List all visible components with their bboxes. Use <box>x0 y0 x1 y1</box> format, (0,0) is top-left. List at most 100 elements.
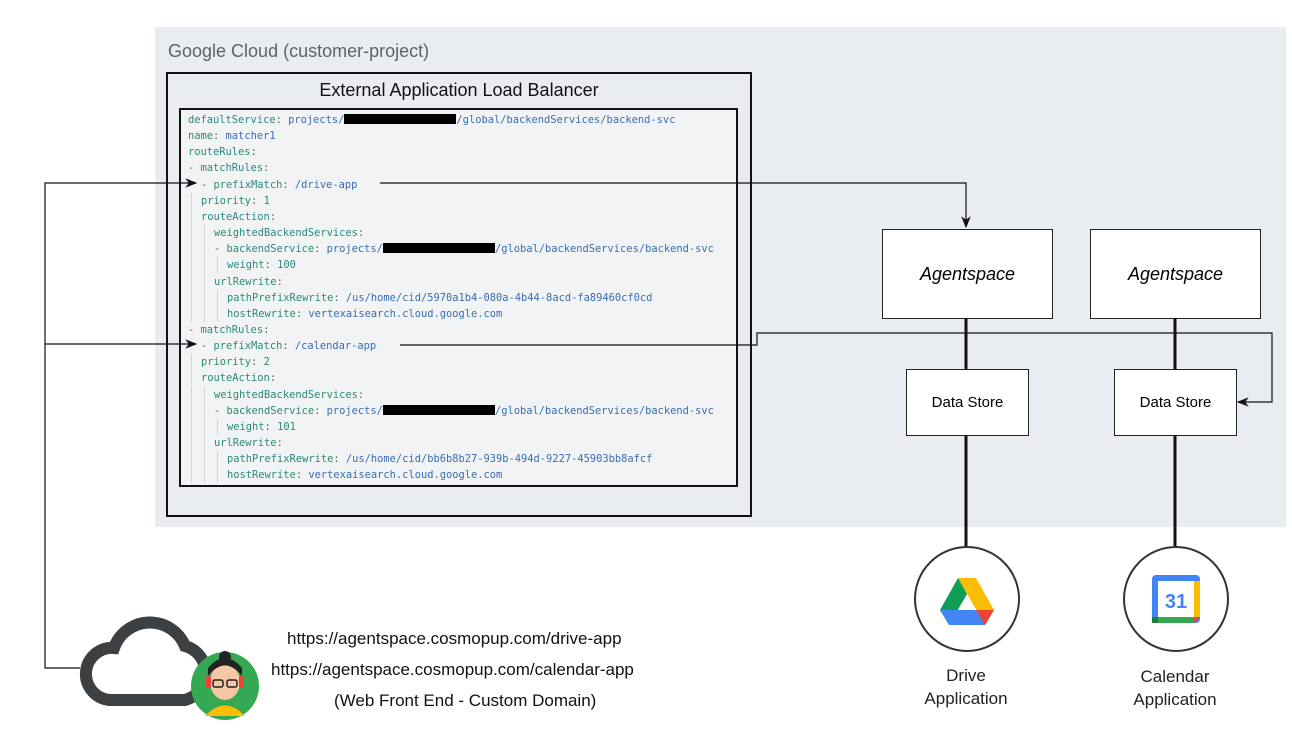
frontend-caption: (Web Front End - Custom Domain) <box>334 691 597 710</box>
code-line: priority: 2 <box>201 356 270 369</box>
calendar-route-line <box>400 332 1273 407</box>
yaml-value: vertexaisearch.cloud.google.com <box>308 307 503 320</box>
yaml-value-suffix: /global/backendServices/backend-svc <box>494 243 714 256</box>
code-line: pathPrefixRewrite: /us/home/cid/5970a1b4… <box>227 291 653 304</box>
indent-guide <box>191 386 192 403</box>
yaml-key: routeAction <box>201 372 270 385</box>
code-line: pathPrefixRewrite: /us/home/cid/bb6b8b27… <box>227 453 653 466</box>
yaml-value: /us/home/cid/bb6b8b27-939b-494d-9227-459… <box>345 453 653 466</box>
yaml-key: name <box>188 130 214 143</box>
indent-guide <box>191 192 192 209</box>
drive-route-line <box>380 182 971 229</box>
code-line: - matchRules: <box>188 162 270 175</box>
yaml-key: priority <box>201 356 252 369</box>
indent-guide <box>191 435 192 451</box>
agentspace-drive: Agentspace <box>882 229 1053 319</box>
code-line: - prefixMatch: /drive-app <box>201 178 358 191</box>
yaml-value: /drive-app <box>294 178 358 191</box>
yaml-key: urlRewrite <box>214 437 277 449</box>
code-line: routeAction: <box>201 210 277 223</box>
code-line: urlRewrite: <box>214 275 283 288</box>
yaml-key: defaultService <box>188 114 276 126</box>
frontend-trunk-line <box>44 178 198 669</box>
indent-guide <box>204 273 205 290</box>
indent-guide <box>204 467 205 484</box>
drive-app-label: Drive Application <box>886 664 1046 710</box>
yaml-key: weightedBackendServices <box>214 227 358 240</box>
drive-url[interactable]: https://agentspace.cosmopup.com/drive-ap… <box>287 629 622 648</box>
code-line: hostRewrite: vertexaisearch.cloud.google… <box>227 307 503 320</box>
indent-guide <box>191 208 192 225</box>
code-line: - prefixMatch: /calendar-app <box>201 340 377 353</box>
indent-guide <box>191 370 192 387</box>
yaml-key: pathPrefixRewrite <box>227 291 334 304</box>
indent-guide <box>217 418 218 435</box>
code-line: weightedBackendServices: <box>214 227 365 240</box>
yaml-key: pathPrefixRewrite <box>227 453 334 466</box>
code-line: weight: 101 <box>227 420 296 433</box>
indent-guide <box>204 305 205 322</box>
indent-guide <box>191 402 192 419</box>
yaml-value: projects/ <box>288 114 345 126</box>
code-line: - matchRules: <box>188 323 270 336</box>
indent-guide <box>204 225 205 242</box>
code-line: routeAction: <box>201 372 277 385</box>
agentspace-calendar: Agentspace <box>1090 229 1261 319</box>
indent-guide <box>204 435 205 451</box>
code-line: priority: 1 <box>201 194 270 207</box>
code-line: weightedBackendServices: <box>214 388 365 401</box>
data-store-calendar: Data Store <box>1114 369 1237 436</box>
yaml-key: hostRewrite <box>227 469 296 482</box>
indent-guide <box>204 289 205 306</box>
svg-text:31: 31 <box>1165 591 1187 613</box>
yaml-key: backendService <box>226 404 315 417</box>
indent-guide <box>191 451 192 468</box>
indent-guide <box>204 402 205 419</box>
yaml-key: matchRules <box>200 162 264 175</box>
google-calendar-icon: 31 <box>1152 575 1200 623</box>
drive-app-circle <box>914 546 1020 652</box>
yaml-value: projects/ <box>326 243 383 256</box>
yaml-key: priority <box>201 194 252 207</box>
yaml-value: 2 <box>263 356 270 369</box>
indent-guide <box>204 451 205 468</box>
indent-guide <box>191 354 192 371</box>
indent-guide <box>191 289 192 306</box>
list-dash: - <box>201 178 214 191</box>
list-dash: - <box>201 340 214 353</box>
yaml-value: /calendar-app <box>294 340 377 353</box>
redacted-project-id <box>382 404 495 415</box>
drive-app-label-line1: Drive <box>946 666 986 685</box>
yaml-value: matcher1 <box>225 130 276 143</box>
yaml-value-suffix: /global/backendServices/backend-svc <box>456 114 676 126</box>
yaml-key: prefixMatch <box>213 340 283 353</box>
yaml-key: weight <box>227 259 265 272</box>
yaml-value: /us/home/cid/5970a1b4-080a-4b44-8acd-fa8… <box>345 291 653 304</box>
yaml-key: backendService <box>226 243 315 256</box>
code-line: weight: 100 <box>227 259 296 272</box>
yaml-key: urlRewrite <box>214 275 277 288</box>
yaml-value: vertexaisearch.cloud.google.com <box>308 469 503 482</box>
list-dash: - <box>214 243 227 256</box>
yaml-key: routeRules <box>188 146 251 159</box>
indent-guide <box>204 386 205 403</box>
calendar-url[interactable]: https://agentspace.cosmopup.com/calendar… <box>271 660 634 679</box>
drive-app-label-line2: Application <box>924 689 1008 708</box>
redacted-project-id <box>382 243 495 254</box>
code-line: urlRewrite: <box>214 437 283 449</box>
indent-guide <box>191 418 192 435</box>
cloud-icon <box>80 616 212 706</box>
yaml-key: routeAction <box>201 210 270 223</box>
yaml-value: 101 <box>277 420 296 433</box>
calendar-app-label-line2: Application <box>1133 690 1217 709</box>
code-line: hostRewrite: vertexaisearch.cloud.google… <box>227 469 503 482</box>
code-line: routeRules: <box>188 146 257 159</box>
project-label: Google Cloud (customer-project) <box>168 41 430 61</box>
indent-guide <box>204 418 205 435</box>
yaml-key: hostRewrite <box>227 307 296 320</box>
list-dash: - <box>188 323 201 336</box>
indent-guide <box>191 467 192 484</box>
code-line: name: matcher1 <box>188 130 276 143</box>
indent-guide <box>217 289 218 306</box>
